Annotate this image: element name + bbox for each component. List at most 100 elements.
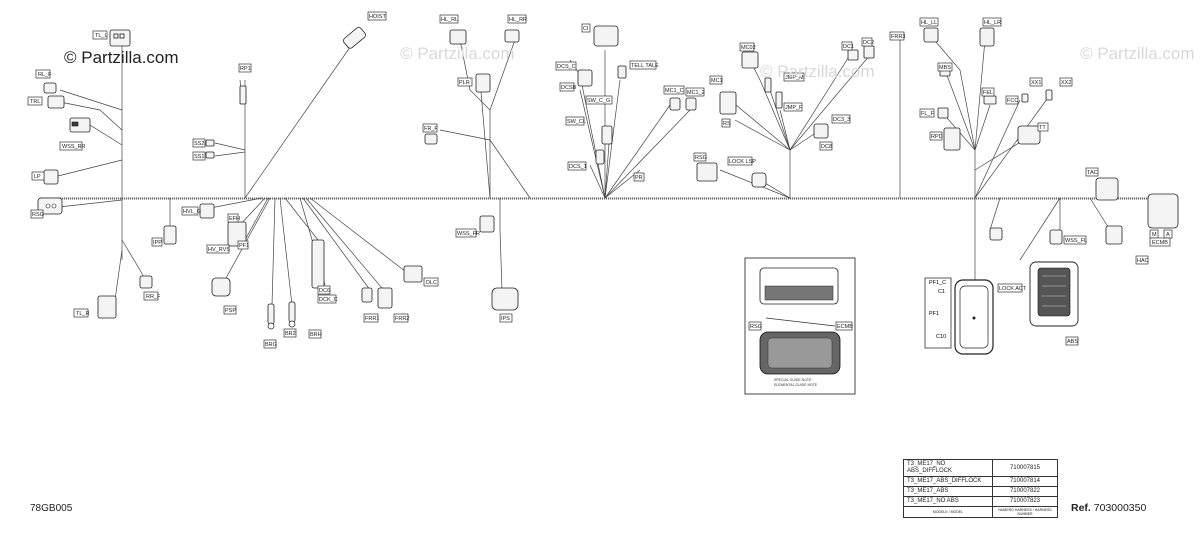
- part-number-cell: 710007815: [992, 459, 1058, 477]
- svg-text:IPS: IPS: [501, 316, 510, 322]
- svg-text:TL_R: TL_R: [76, 311, 89, 317]
- pfi-labels: PF1_C C1 PF1 C10: [929, 280, 946, 340]
- table-footer-row: MODELE / MODEL NUMERO HARNESS / HARNESS …: [903, 506, 1058, 518]
- label-rr-f: RR_F: [143, 291, 161, 301]
- svg-text:MC1: MC1: [711, 78, 723, 84]
- svg-text:HAC: HAC: [1137, 258, 1149, 264]
- table-row: T3_ME17_ABS 710007822: [903, 486, 1058, 497]
- label-xx1: XX1: [1029, 77, 1043, 87]
- svg-text:LP: LP: [34, 174, 41, 180]
- svg-text:MBS: MBS: [939, 65, 951, 71]
- label-sw-cl: SW_CL: [565, 116, 586, 126]
- label-wss-fr: WSS_FR: [455, 228, 480, 238]
- label-hv-rvs: HV_RVS: [206, 244, 230, 254]
- label-mc1-c: MC1_C: [663, 85, 685, 95]
- label-tac: TAC: [1085, 167, 1099, 177]
- svg-text:PSP: PSP: [225, 308, 236, 314]
- inset-note-line-2: ELEMENTAL GUIDE NOTE: [774, 383, 818, 387]
- svg-text:FL_F: FL_F: [921, 111, 934, 117]
- label-xx2: XX2: [1059, 77, 1073, 87]
- inset-note-line-1: SPECIAL GUIDE NOTE: [774, 378, 812, 382]
- label-dc6: DC6: [317, 285, 331, 295]
- svg-text:DC8: DC8: [821, 144, 832, 150]
- label-jmp-f: JMP_F: [783, 102, 803, 112]
- svg-text:BRG: BRG: [265, 342, 277, 348]
- reference-number: Ref. 703000350: [1071, 502, 1146, 514]
- svg-text:IPP: IPP: [153, 240, 162, 246]
- model-header: MODELE / MODEL: [903, 506, 993, 518]
- svg-text:PF1: PF1: [239, 243, 249, 249]
- model-cell: T3_ME17_ABS_DIFFLOCK: [903, 476, 993, 487]
- label-hvl-g: HVL_G: [181, 206, 201, 216]
- model-cell: T3_ME17_NO ABS_DIFFLOCK: [903, 459, 993, 477]
- svg-text:DCS_1: DCS_1: [569, 164, 587, 170]
- connector-tl-r: [97, 295, 117, 319]
- label-plr: PLR: [457, 77, 473, 87]
- svg-text:PLR: PLR: [459, 80, 470, 86]
- label-br2: BR2: [283, 328, 297, 338]
- label-mbs: MBS: [937, 62, 953, 72]
- label-fr-f: FR_F: [422, 123, 438, 133]
- svg-text:ECMB: ECMB: [837, 324, 853, 330]
- svg-text:RP1: RP1: [240, 66, 251, 72]
- svg-text:M: M: [1152, 232, 1157, 238]
- reference-prefix: Ref.: [1071, 502, 1091, 514]
- label-efh: EFH: [227, 213, 240, 223]
- label-rpd: RPD: [929, 131, 943, 141]
- branch-center: [569, 25, 697, 199]
- label-rs: RS: [721, 118, 731, 128]
- svg-text:LOCK LSP: LOCK LSP: [729, 159, 756, 165]
- svg-text:WSS_FR: WSS_FR: [457, 231, 480, 237]
- label-brh: BRH: [308, 329, 322, 339]
- label-frr2: FRR2: [393, 313, 409, 323]
- label-dc1: DC1: [841, 41, 854, 51]
- label-ss2: SS2: [192, 138, 206, 148]
- label-abs: ABS: [1065, 336, 1079, 346]
- label-brg: BRG: [263, 339, 277, 349]
- label-tl-l: TL_L: [92, 30, 108, 40]
- svg-text:FEL: FEL: [983, 90, 993, 96]
- svg-text:HOIST: HOIST: [369, 14, 386, 20]
- svg-text:DC2: DC2: [863, 40, 874, 46]
- label-dck-c: DCK_C: [317, 294, 338, 304]
- label-wss-fl: WSS_FL: [1063, 235, 1087, 245]
- svg-text:TELL TALE: TELL TALE: [631, 63, 659, 69]
- svg-text:BR2: BR2: [285, 331, 296, 337]
- part-number-cell: 710007822: [992, 486, 1058, 497]
- svg-text:TL_L: TL_L: [95, 33, 108, 39]
- label-tt: TT: [1037, 122, 1049, 132]
- label-pfi-c10: C10: [936, 334, 946, 340]
- part-number-header: NUMERO HARNESS / HARNESS NUMBER: [992, 506, 1058, 518]
- label-lock-act: LOCK ACT: [997, 283, 1027, 293]
- svg-text:SS1: SS1: [194, 154, 204, 160]
- model-cell: T3_ME17_ABS: [903, 486, 993, 497]
- label-hoist: HOIST: [367, 11, 386, 21]
- label-dcs-1: DCS_1: [567, 161, 587, 171]
- label-mc1-2: MC1_2: [685, 87, 705, 97]
- watermark-ghost-2: © Partzilla.com: [760, 62, 875, 81]
- pfi-module: [924, 277, 994, 355]
- svg-text:FRR3: FRR3: [891, 34, 905, 40]
- svg-text:TAC: TAC: [1087, 170, 1098, 176]
- label-hl-ll: HL_LL: [919, 17, 939, 27]
- model-harness-table: T3_ME17_NO ABS_DIFFLOCK 710007815 T3_ME1…: [903, 459, 1058, 518]
- connector-wss-rr: [69, 117, 91, 133]
- label-ecm-b: ECMB: [1149, 237, 1171, 247]
- label-pf1: PF1: [237, 240, 249, 250]
- label-tl-r: TL_R: [73, 308, 89, 318]
- model-cell: T3_ME17_NO ABS: [903, 496, 993, 507]
- label-ipp: IPP: [151, 237, 163, 247]
- label-tell-tale: TELL TALE: [629, 60, 659, 70]
- watermark-main: © Partzilla.com: [64, 48, 179, 67]
- svg-text:XX2: XX2: [1061, 80, 1071, 86]
- label-rsg2: RSG: [693, 152, 707, 162]
- label-pr: PR: [633, 172, 645, 182]
- svg-text:JMP_F: JMP_F: [785, 105, 803, 111]
- svg-text:TT: TT: [1039, 125, 1046, 131]
- label-dcsb: DCSB: [559, 82, 577, 92]
- label-rsg: RSG: [30, 209, 44, 219]
- svg-text:DC3_3: DC3_3: [833, 117, 850, 123]
- part-number-cell: 710007814: [992, 476, 1058, 487]
